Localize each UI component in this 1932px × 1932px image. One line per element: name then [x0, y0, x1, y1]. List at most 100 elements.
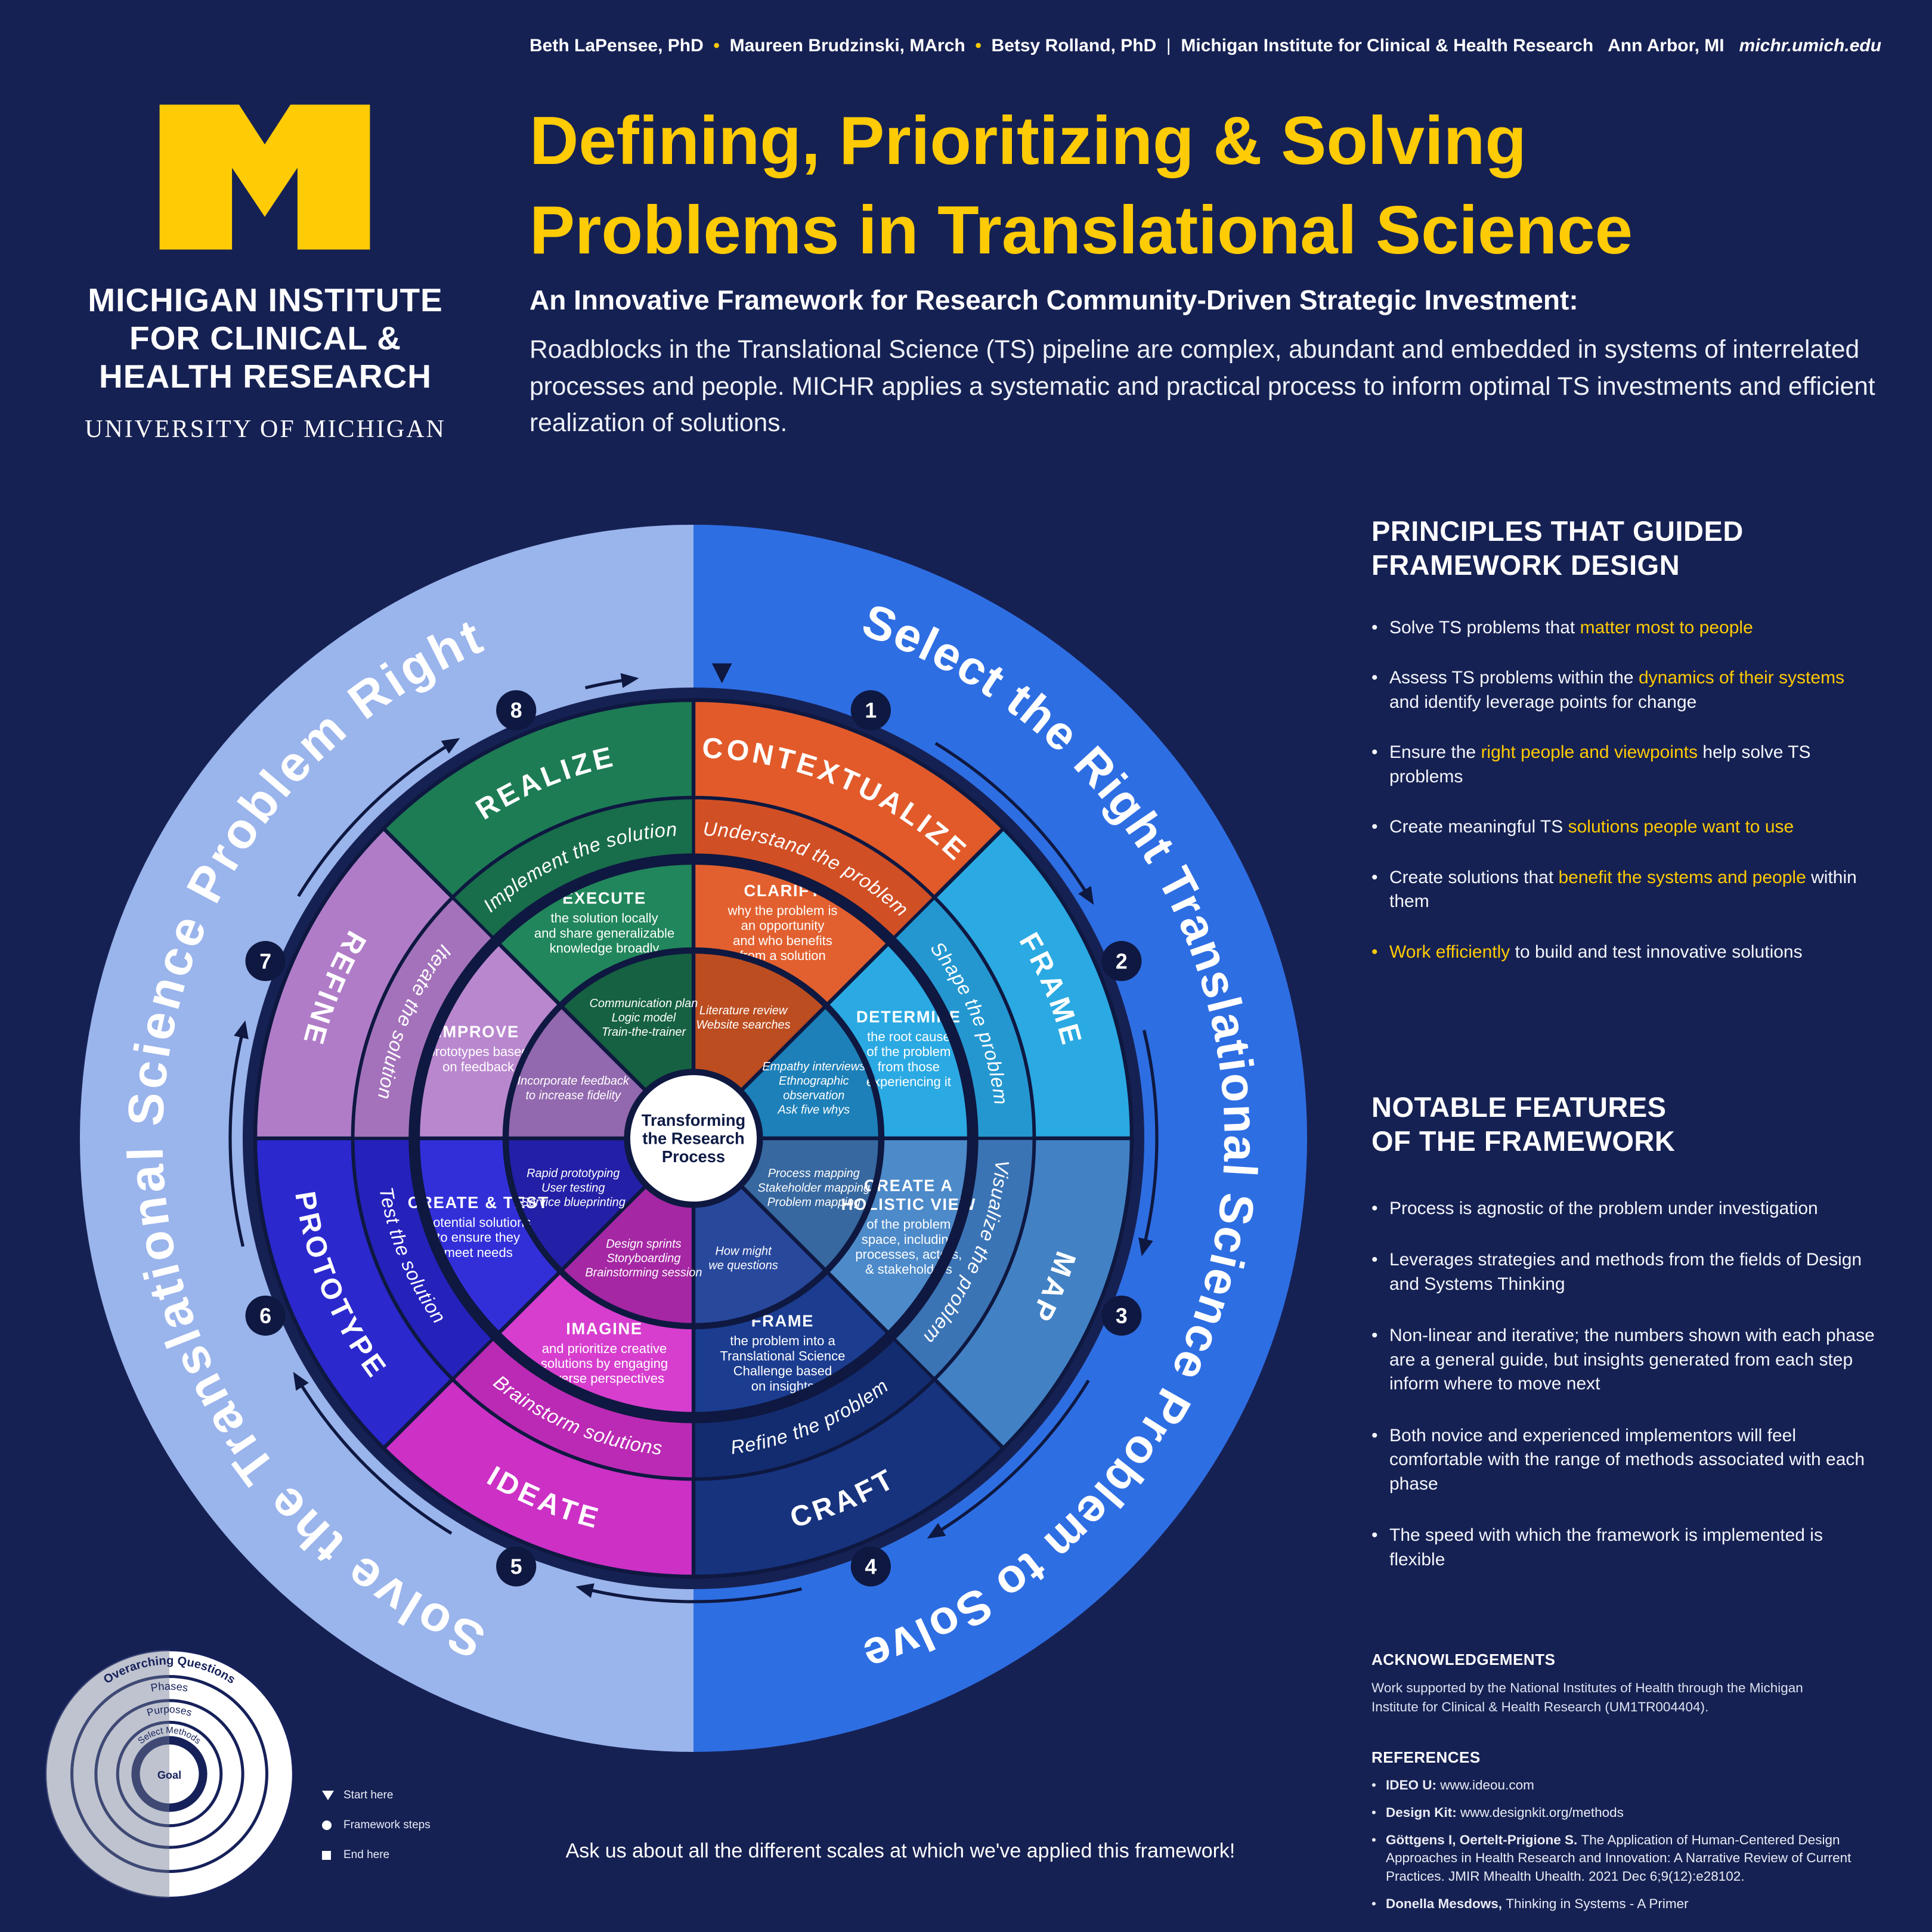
wheel-tspan: Process mapping	[768, 1167, 860, 1180]
phase-number-label: 1	[865, 699, 877, 723]
wheel-tspan: experiencing it	[866, 1074, 951, 1089]
text-segment: Non-linear and iterative; the numbers sh…	[1389, 1326, 1875, 1394]
bullet-text: Ensure the right people and viewpoints h…	[1389, 741, 1878, 789]
bullet-text: Solve TS problems that matter most to pe…	[1389, 616, 1753, 640]
wheel-tspan: Train-the-trainer	[602, 1026, 687, 1039]
wheel-tspan: to ensure they	[436, 1230, 520, 1245]
wheel-tspan: knowledge broadly	[550, 940, 660, 955]
wheel-tspan: Translational Science	[720, 1348, 845, 1363]
text-segment: Leverages strategies and methods from th…	[1389, 1250, 1862, 1294]
text-segment: The Application of Human-Centered Design…	[1386, 1832, 1852, 1884]
acknowledgements-heading: ACKNOWLEDGEMENTS	[1371, 1651, 1556, 1668]
bullet-marker: •	[1371, 817, 1378, 837]
wheel-arrowhead	[1138, 1237, 1153, 1256]
url-link[interactable]: www.designkit.org/methods	[1460, 1805, 1624, 1820]
text-segment: Assess TS problems within the	[1389, 668, 1639, 688]
wheel-tspan: Ethnographic	[779, 1075, 849, 1088]
text-segment: •	[965, 36, 992, 55]
wheel-tspan: IMAGINE	[566, 1319, 643, 1337]
poster-intro: Roadblocks in the Translational Science …	[530, 336, 1875, 438]
text-segment: Work efficiently	[1389, 942, 1510, 962]
scales-goal-ring	[131, 1736, 208, 1812]
bullet-item: • IDEO U: www.ideou.com	[1371, 1776, 1857, 1794]
wheel-tspan: of the problem	[866, 1044, 950, 1059]
institute-line2: FOR CLINICAL &	[129, 319, 401, 357]
circle-icon	[322, 1820, 343, 1830]
text-segment: Maureen Brudzinski, MArch	[729, 36, 965, 55]
text-segment: IDEO U:	[1386, 1778, 1441, 1792]
references-list: • IDEO U: www.ideou.com• Design Kit: www.d…	[1371, 1776, 1857, 1913]
phase-number-2	[1101, 941, 1142, 982]
wheel-tspan: why the problem is	[727, 903, 838, 918]
text-segment: Create solutions that	[1389, 867, 1559, 887]
references-section: REFERENCES •IDEO U: www.ideou.com•Design…	[1371, 1748, 1857, 1922]
wheel-tspan: How might	[715, 1244, 772, 1258]
wheel-arrowhead	[1078, 886, 1094, 905]
wheel-tspan: observation	[783, 1089, 844, 1102]
bullet-marker: •	[1371, 1778, 1376, 1792]
wheel-arrowhead	[293, 1371, 309, 1391]
ring-separator	[408, 853, 979, 1423]
bullet-text: IDEO U: www.ideou.com	[1386, 1776, 1534, 1794]
wheel-tspan: solutions by engaging	[541, 1356, 668, 1371]
bullet-text: Design Kit: www.designkit.org/methods	[1386, 1804, 1624, 1822]
text-segment: Göttgens I, Oertelt-Prigione S.	[1386, 1832, 1581, 1848]
wheel-tspan: Literature review	[699, 1004, 788, 1017]
wheel-arrow	[228, 1030, 245, 1247]
scales-goal-label: Goal	[157, 1769, 181, 1781]
wheel-tspan: prototypes based	[428, 1044, 529, 1059]
bullet-item: •The speed with which the framework is i…	[1371, 1524, 1878, 1572]
poster-title-line1: Defining, Prioritizing & Solving	[530, 103, 1527, 179]
bullet-marker: •	[1371, 742, 1378, 763]
wheel-tspan: Logic model	[612, 1011, 676, 1024]
principles-section: PRINCIPLES THAT GUIDED FRAMEWORK DESIGN …	[1371, 514, 1878, 990]
text-segment: The speed with which the framework is im…	[1389, 1525, 1823, 1569]
wheel-arrowhead	[927, 1523, 946, 1539]
wheel-tspan: an opportunity	[741, 918, 825, 933]
wheel-tspan: HOLISTIC VIEW	[841, 1195, 977, 1213]
square-icon	[322, 1850, 343, 1860]
authors-line: Beth LaPensee, PhD • Maureen Brudzinski,…	[530, 36, 1889, 56]
bullet-item: •Non-linear and iterative; the numbers s…	[1371, 1324, 1878, 1397]
bullet-marker: •	[1371, 867, 1378, 887]
acknowledgements-section: ACKNOWLEDGEMENTS Work supported by the N…	[1371, 1651, 1849, 1716]
bullet-marker: •	[1371, 1198, 1378, 1218]
wheel-tspan: CREATE & TEST	[408, 1193, 549, 1212]
text-segment: Both novice and experienced implementors…	[1389, 1425, 1865, 1494]
wheel-tspan: from those	[878, 1059, 940, 1074]
triangle-icon	[322, 1791, 343, 1800]
michigan-m-logo	[159, 104, 370, 250]
legend-label: Framework steps	[343, 1819, 431, 1831]
phase-number-label: 8	[510, 699, 522, 723]
text-segment: Ann Arbor, MI	[1593, 36, 1724, 55]
triangle-glyph	[322, 1791, 334, 1800]
text-segment: Donella Mesdows,	[1386, 1896, 1506, 1911]
url-link[interactable]: www.ideou.com	[1440, 1778, 1534, 1792]
bullet-text: Leverages strategies and methods from th…	[1389, 1248, 1878, 1296]
text-segment: •	[703, 36, 730, 55]
bullet-text: Donella Mesdows, Thinking in Systems - A…	[1386, 1895, 1689, 1913]
text-segment: and identify leverage points for change	[1389, 692, 1697, 712]
wheel-tspan: and prioritize creative	[542, 1341, 667, 1356]
bullet-item: •Göttgens I, Oertelt-Prigione S. The App…	[1371, 1831, 1857, 1885]
bullet-marker: •	[1371, 668, 1378, 688]
ring-separator	[502, 947, 885, 1330]
features-list: •Process is agnostic of the problem unde…	[1371, 1197, 1878, 1572]
bullet-item: •Create meaningful TS solutions people w…	[1371, 815, 1878, 840]
legend-label: Start here	[343, 1789, 394, 1801]
wheel-arrowhead	[620, 673, 639, 688]
url-link[interactable]: michr.umich.edu	[1724, 36, 1882, 55]
bullet-item: •Solve TS problems that matter most to p…	[1371, 616, 1878, 640]
footer-note: Ask us about all the different scales at…	[565, 1840, 1236, 1862]
scales-label: Phases	[150, 1680, 189, 1694]
wheel-tspan: and share generalizable	[534, 925, 674, 940]
bullet-item: •Donella Mesdows, Thinking in Systems - …	[1371, 1895, 1857, 1913]
